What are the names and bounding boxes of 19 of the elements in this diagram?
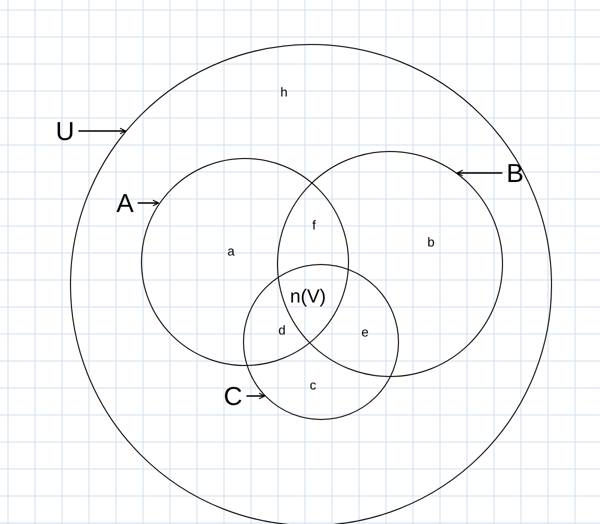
set-circle	[242, 264, 398, 420]
region-label: b	[427, 236, 435, 248]
region-label: a	[227, 244, 235, 258]
region-label: f	[312, 218, 316, 232]
set-label: U	[56, 118, 74, 144]
leader-arrow	[78, 128, 126, 134]
leader-arrow	[138, 200, 160, 206]
set-label: B	[506, 160, 524, 186]
region-label: h	[280, 86, 288, 98]
region-label: d	[278, 324, 286, 336]
region-label: n(V)	[290, 288, 326, 306]
set-label: A	[116, 190, 134, 216]
set-circle	[140, 158, 348, 366]
leader-arrow	[246, 392, 266, 400]
region-label: e	[361, 326, 369, 338]
set-circle	[276, 150, 502, 376]
leader-arrow	[456, 170, 502, 176]
region-label: c	[310, 378, 316, 392]
set-label: C	[224, 383, 242, 409]
